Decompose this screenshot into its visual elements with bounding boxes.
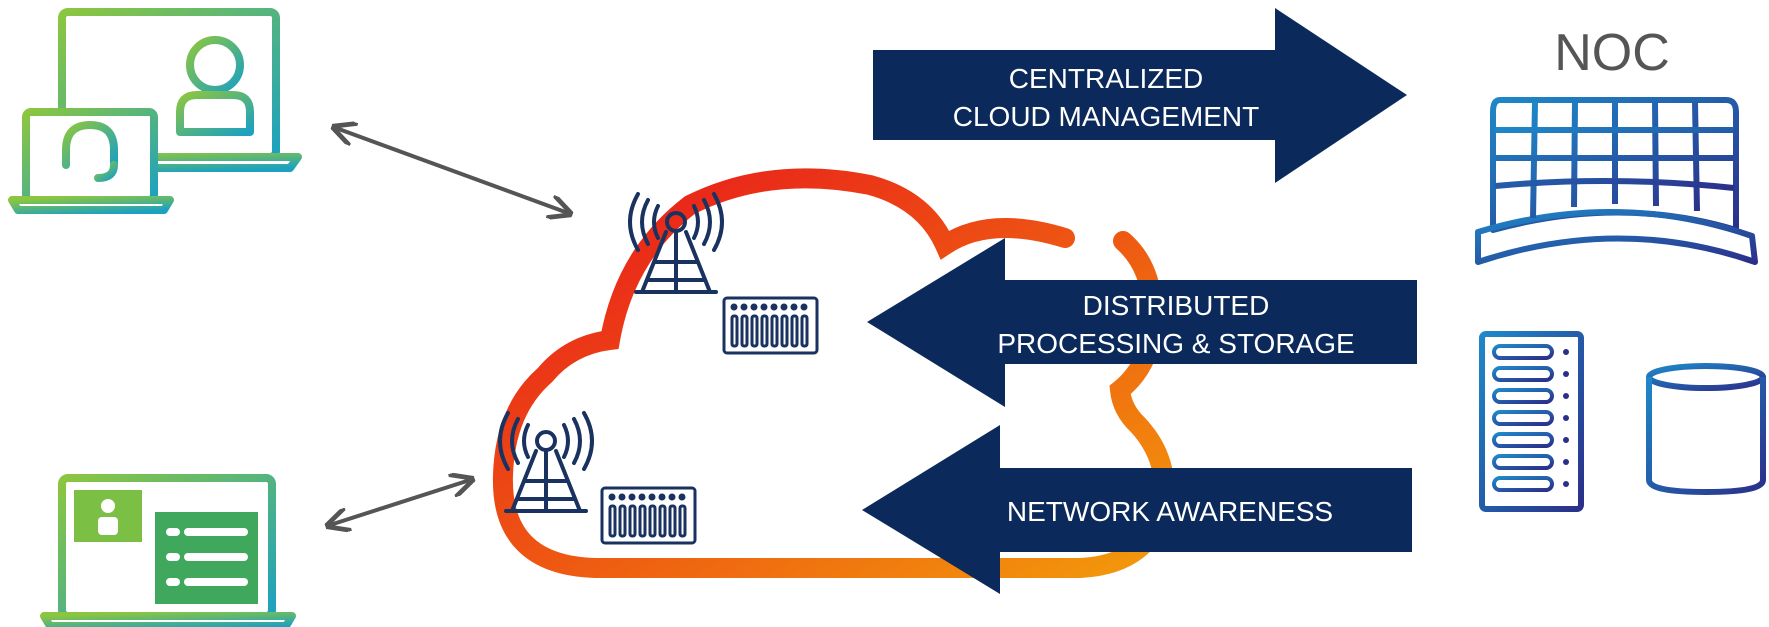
storage-rack-icon bbox=[1479, 331, 1584, 512]
arrow-label: CENTRALIZED bbox=[1009, 63, 1203, 94]
rack-led bbox=[1563, 393, 1569, 399]
rack-led bbox=[1563, 481, 1569, 487]
arrow-label: PROCESSING & STORAGE bbox=[997, 328, 1354, 359]
rack-drive bbox=[1492, 476, 1554, 492]
rack-led bbox=[1563, 349, 1569, 355]
rack-led bbox=[1563, 459, 1569, 465]
server-led bbox=[730, 303, 738, 311]
rack-drive bbox=[1492, 410, 1554, 426]
edge-server-icon bbox=[600, 486, 697, 545]
server-led bbox=[770, 303, 778, 311]
server-led bbox=[678, 493, 686, 501]
distributed-processing-storage-arrow: DISTRIBUTED PROCESSING & STORAGE bbox=[867, 238, 1417, 407]
cloud-outline bbox=[492, 168, 1175, 578]
server-led bbox=[668, 493, 676, 501]
centralized-cloud-management-arrow: CENTRALIZED CLOUD MANAGEMENT bbox=[873, 8, 1407, 183]
rack-drive bbox=[1492, 366, 1554, 382]
server-slot bbox=[740, 314, 749, 348]
server-led bbox=[608, 493, 616, 501]
agent-to-cloud-connector bbox=[336, 128, 568, 213]
edge-server-icon bbox=[722, 296, 819, 355]
server-led bbox=[780, 303, 788, 311]
remote-user-laptop-icon bbox=[40, 474, 296, 627]
server-led bbox=[658, 493, 666, 501]
rack-led bbox=[1563, 437, 1569, 443]
server-slot bbox=[638, 504, 647, 538]
server-slot bbox=[780, 314, 789, 348]
database-cylinder-icon bbox=[1646, 363, 1766, 496]
noc-label: NOC bbox=[1554, 24, 1670, 82]
arrow-label: CLOUD MANAGEMENT bbox=[953, 101, 1259, 132]
server-led bbox=[628, 493, 636, 501]
cell-tower-icon bbox=[628, 192, 724, 294]
server-led bbox=[648, 493, 656, 501]
server-slot bbox=[608, 504, 617, 538]
user-to-cloud-connector bbox=[330, 480, 470, 525]
support-agent-computers-icon bbox=[8, 8, 302, 214]
arrow-label: DISTRIBUTED bbox=[1083, 290, 1270, 321]
cell-tower-icon bbox=[498, 411, 594, 513]
server-slot bbox=[800, 314, 809, 348]
rack-led bbox=[1563, 415, 1569, 421]
server-led bbox=[760, 303, 768, 311]
server-slot bbox=[730, 314, 739, 348]
server-slot bbox=[770, 314, 779, 348]
server-led bbox=[638, 493, 646, 501]
server-slot bbox=[628, 504, 637, 538]
rack-drive bbox=[1492, 432, 1554, 448]
server-slot bbox=[668, 504, 677, 538]
server-slot bbox=[658, 504, 667, 538]
server-slot bbox=[750, 314, 759, 348]
server-slot bbox=[790, 314, 799, 348]
server-slot bbox=[760, 314, 769, 348]
rack-led bbox=[1563, 371, 1569, 377]
rack-drive bbox=[1492, 454, 1554, 470]
server-led bbox=[790, 303, 798, 311]
arrow-label: NETWORK AWARENESS bbox=[1007, 496, 1333, 527]
server-led bbox=[750, 303, 758, 311]
server-slot bbox=[648, 504, 657, 538]
server-slot bbox=[678, 504, 687, 538]
rack-drive bbox=[1492, 388, 1554, 404]
rack-drive bbox=[1492, 344, 1554, 360]
server-led bbox=[740, 303, 748, 311]
network-awareness-arrow: NETWORK AWARENESS bbox=[862, 425, 1412, 594]
noc-video-wall-icon bbox=[1475, 97, 1758, 265]
server-led bbox=[618, 493, 626, 501]
server-led bbox=[800, 303, 808, 311]
server-slot bbox=[618, 504, 627, 538]
